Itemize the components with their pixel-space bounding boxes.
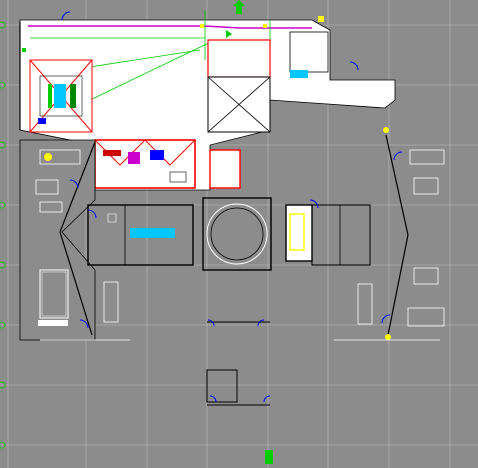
lower-structure bbox=[40, 281, 440, 464]
kitchen-block bbox=[94, 139, 241, 189]
central-core bbox=[207, 31, 329, 133]
door-swings bbox=[61, 11, 403, 403]
stair-core-left bbox=[29, 59, 93, 133]
grid-bubble-icon bbox=[0, 21, 6, 449]
right-wing bbox=[383, 127, 445, 340]
column-markers bbox=[22, 16, 324, 52]
north-arrow-icon bbox=[226, 0, 245, 38]
middle-rooms bbox=[87, 197, 371, 271]
upper-outline bbox=[28, 25, 312, 29]
left-wing bbox=[19, 139, 96, 341]
